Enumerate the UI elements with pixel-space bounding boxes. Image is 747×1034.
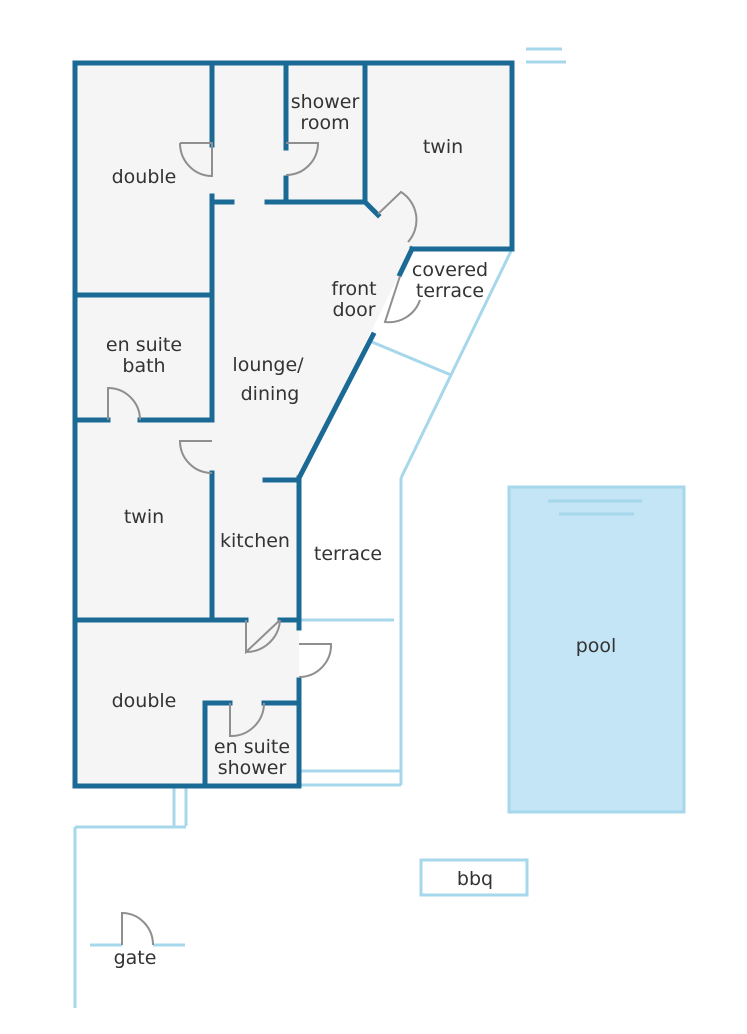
label-covered-terrace-line2: terrace [416,280,484,302]
pool-water [507,485,686,814]
room-labels: double shower room twin front door cover… [106,91,616,969]
label-twin-left: twin [124,506,164,528]
label-double-top: double [112,166,177,188]
door-double-bottom [298,643,333,678]
door-shower-room [285,142,320,176]
door-en-suite-bath [107,386,141,421]
exterior-lines [73,47,566,1008]
gate-door [121,911,154,946]
label-shower-room-line1: shower [291,91,360,113]
label-en-suite-shower-line2: shower [218,757,287,779]
door-twin-top [377,190,418,243]
door-kitchen [245,619,281,655]
label-bbq: bbq [457,868,493,890]
door-twin-left [178,440,213,474]
label-en-suite-bath-line1: en suite [106,334,182,356]
door-double-top [179,142,213,178]
label-front-door-line1: front [331,278,376,300]
label-double-bottom: double [112,690,177,712]
room-fills [75,63,512,785]
label-twin-top: twin [423,136,463,158]
bbq-box [419,858,529,897]
label-lounge-line1: lounge/ [232,354,304,376]
walls [72,60,515,789]
pool [507,485,686,814]
label-kitchen: kitchen [220,530,290,552]
door-en-suite-shower [229,702,265,738]
label-pool: pool [576,635,617,657]
label-covered-terrace-line1: covered [412,259,488,281]
doors [107,142,421,946]
label-en-suite-shower-line1: en suite [214,736,290,758]
label-front-door-line2: door [332,299,375,321]
label-gate: gate [114,947,157,969]
front-door-arc [383,275,421,324]
label-en-suite-bath-line2: bath [122,355,165,377]
label-lounge-line2: dining [241,383,300,405]
label-terrace: terrace [314,543,382,565]
label-shower-room-line2: room [300,112,349,134]
